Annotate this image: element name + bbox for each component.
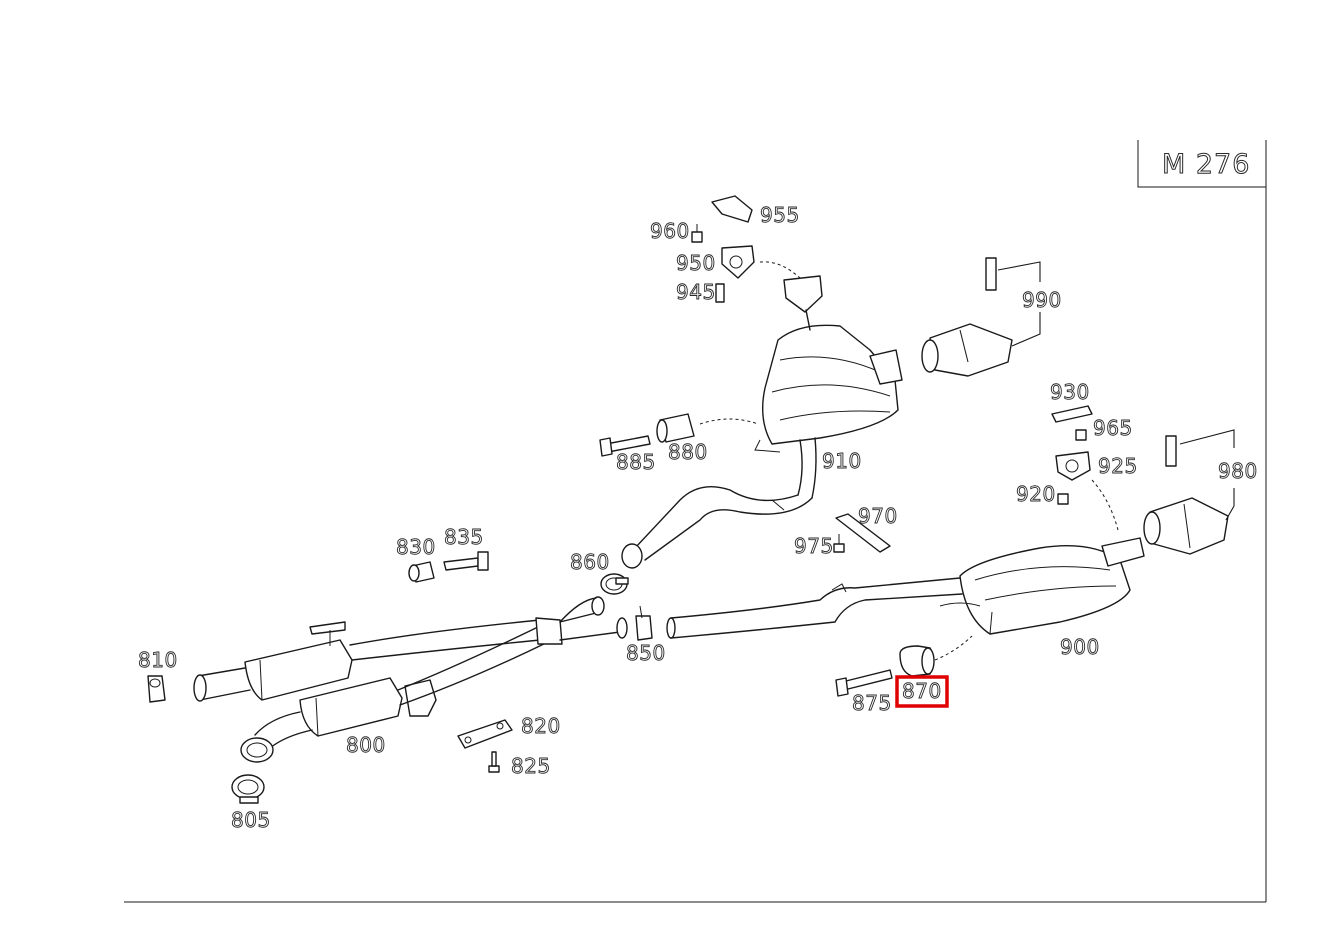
callout-975[interactable]: 975 xyxy=(794,534,834,559)
part-960-nut[interactable] xyxy=(691,224,703,243)
callout-820[interactable]: 820 xyxy=(521,714,561,739)
part-810-sleeve[interactable] xyxy=(147,675,166,703)
part-965-nut[interactable] xyxy=(1075,429,1087,441)
callout-810[interactable]: 810 xyxy=(138,648,178,673)
model-label-box: M 276 xyxy=(1137,140,1266,188)
part-920-nut[interactable] xyxy=(1057,493,1069,505)
callout-860[interactable]: 860 xyxy=(570,550,610,575)
callout-970[interactable]: 970 xyxy=(858,504,898,529)
part-820-bracket[interactable] xyxy=(457,719,513,749)
callout-930[interactable]: 930 xyxy=(1050,380,1090,405)
part-880-rubber-mount[interactable] xyxy=(656,413,759,443)
callout-805[interactable]: 805 xyxy=(231,808,271,833)
callout-960[interactable]: 960 xyxy=(650,219,690,244)
callout-980[interactable]: 980 xyxy=(1218,459,1258,484)
part-850-sleeve[interactable] xyxy=(635,605,653,641)
callout-920[interactable]: 920 xyxy=(1016,482,1056,507)
part-825-bolt[interactable] xyxy=(488,751,500,773)
model-label: M 276 xyxy=(1162,149,1250,180)
highlight-box-870 xyxy=(895,675,949,708)
part-900-rear-muffler[interactable] xyxy=(939,537,1145,635)
part-930-bracket[interactable] xyxy=(1051,405,1093,423)
part-830-rubber-mount[interactable] xyxy=(408,561,435,583)
callout-925[interactable]: 925 xyxy=(1098,454,1138,479)
callout-835[interactable]: 835 xyxy=(444,525,484,550)
part-990-tailpipe[interactable] xyxy=(921,257,1041,377)
part-860-clamp[interactable] xyxy=(600,573,629,595)
callout-875[interactable]: 875 xyxy=(852,691,892,716)
callout-850[interactable]: 850 xyxy=(626,641,666,666)
callout-800[interactable]: 800 xyxy=(346,733,386,758)
callout-880[interactable]: 880 xyxy=(668,440,708,465)
part-975-bolt[interactable] xyxy=(833,534,845,553)
callout-910[interactable]: 910 xyxy=(822,449,862,474)
part-910-rear-muffler[interactable] xyxy=(621,324,903,569)
part-hanger-bracket-upper[interactable] xyxy=(783,275,823,331)
part-950-hanger[interactable] xyxy=(721,245,801,279)
part-955-bracket[interactable] xyxy=(711,195,753,223)
part-885-bolt[interactable] xyxy=(599,435,651,457)
part-925-hanger[interactable] xyxy=(1055,451,1119,531)
callout-955[interactable]: 955 xyxy=(760,203,800,228)
callout-830[interactable]: 830 xyxy=(396,535,436,560)
callout-990[interactable]: 990 xyxy=(1022,288,1062,313)
part-970-bracket[interactable] xyxy=(835,513,891,553)
drawing-frame xyxy=(124,140,1267,903)
callout-965[interactable]: 965 xyxy=(1093,416,1133,441)
callout-900[interactable]: 900 xyxy=(1060,635,1100,660)
part-835-bolt[interactable] xyxy=(443,551,489,571)
part-980-tailpipe[interactable] xyxy=(1143,429,1235,555)
part-800-front-pipe[interactable] xyxy=(193,596,628,763)
part-center-pipe[interactable] xyxy=(666,577,963,639)
callout-825[interactable]: 825 xyxy=(511,754,551,779)
part-945-bolt[interactable] xyxy=(715,283,725,303)
callout-885[interactable]: 885 xyxy=(616,450,656,475)
callout-870[interactable]: 870 xyxy=(902,679,942,704)
callout-945[interactable]: 945 xyxy=(676,280,716,305)
part-805-clamp[interactable] xyxy=(231,774,265,804)
callout-labels: 800 805 810 820 825 830 835 850 860 870 … xyxy=(138,203,1258,833)
part-875-bolt[interactable] xyxy=(835,669,893,697)
callout-950[interactable]: 950 xyxy=(676,251,716,276)
part-870-rubber-mount[interactable] xyxy=(899,635,973,677)
